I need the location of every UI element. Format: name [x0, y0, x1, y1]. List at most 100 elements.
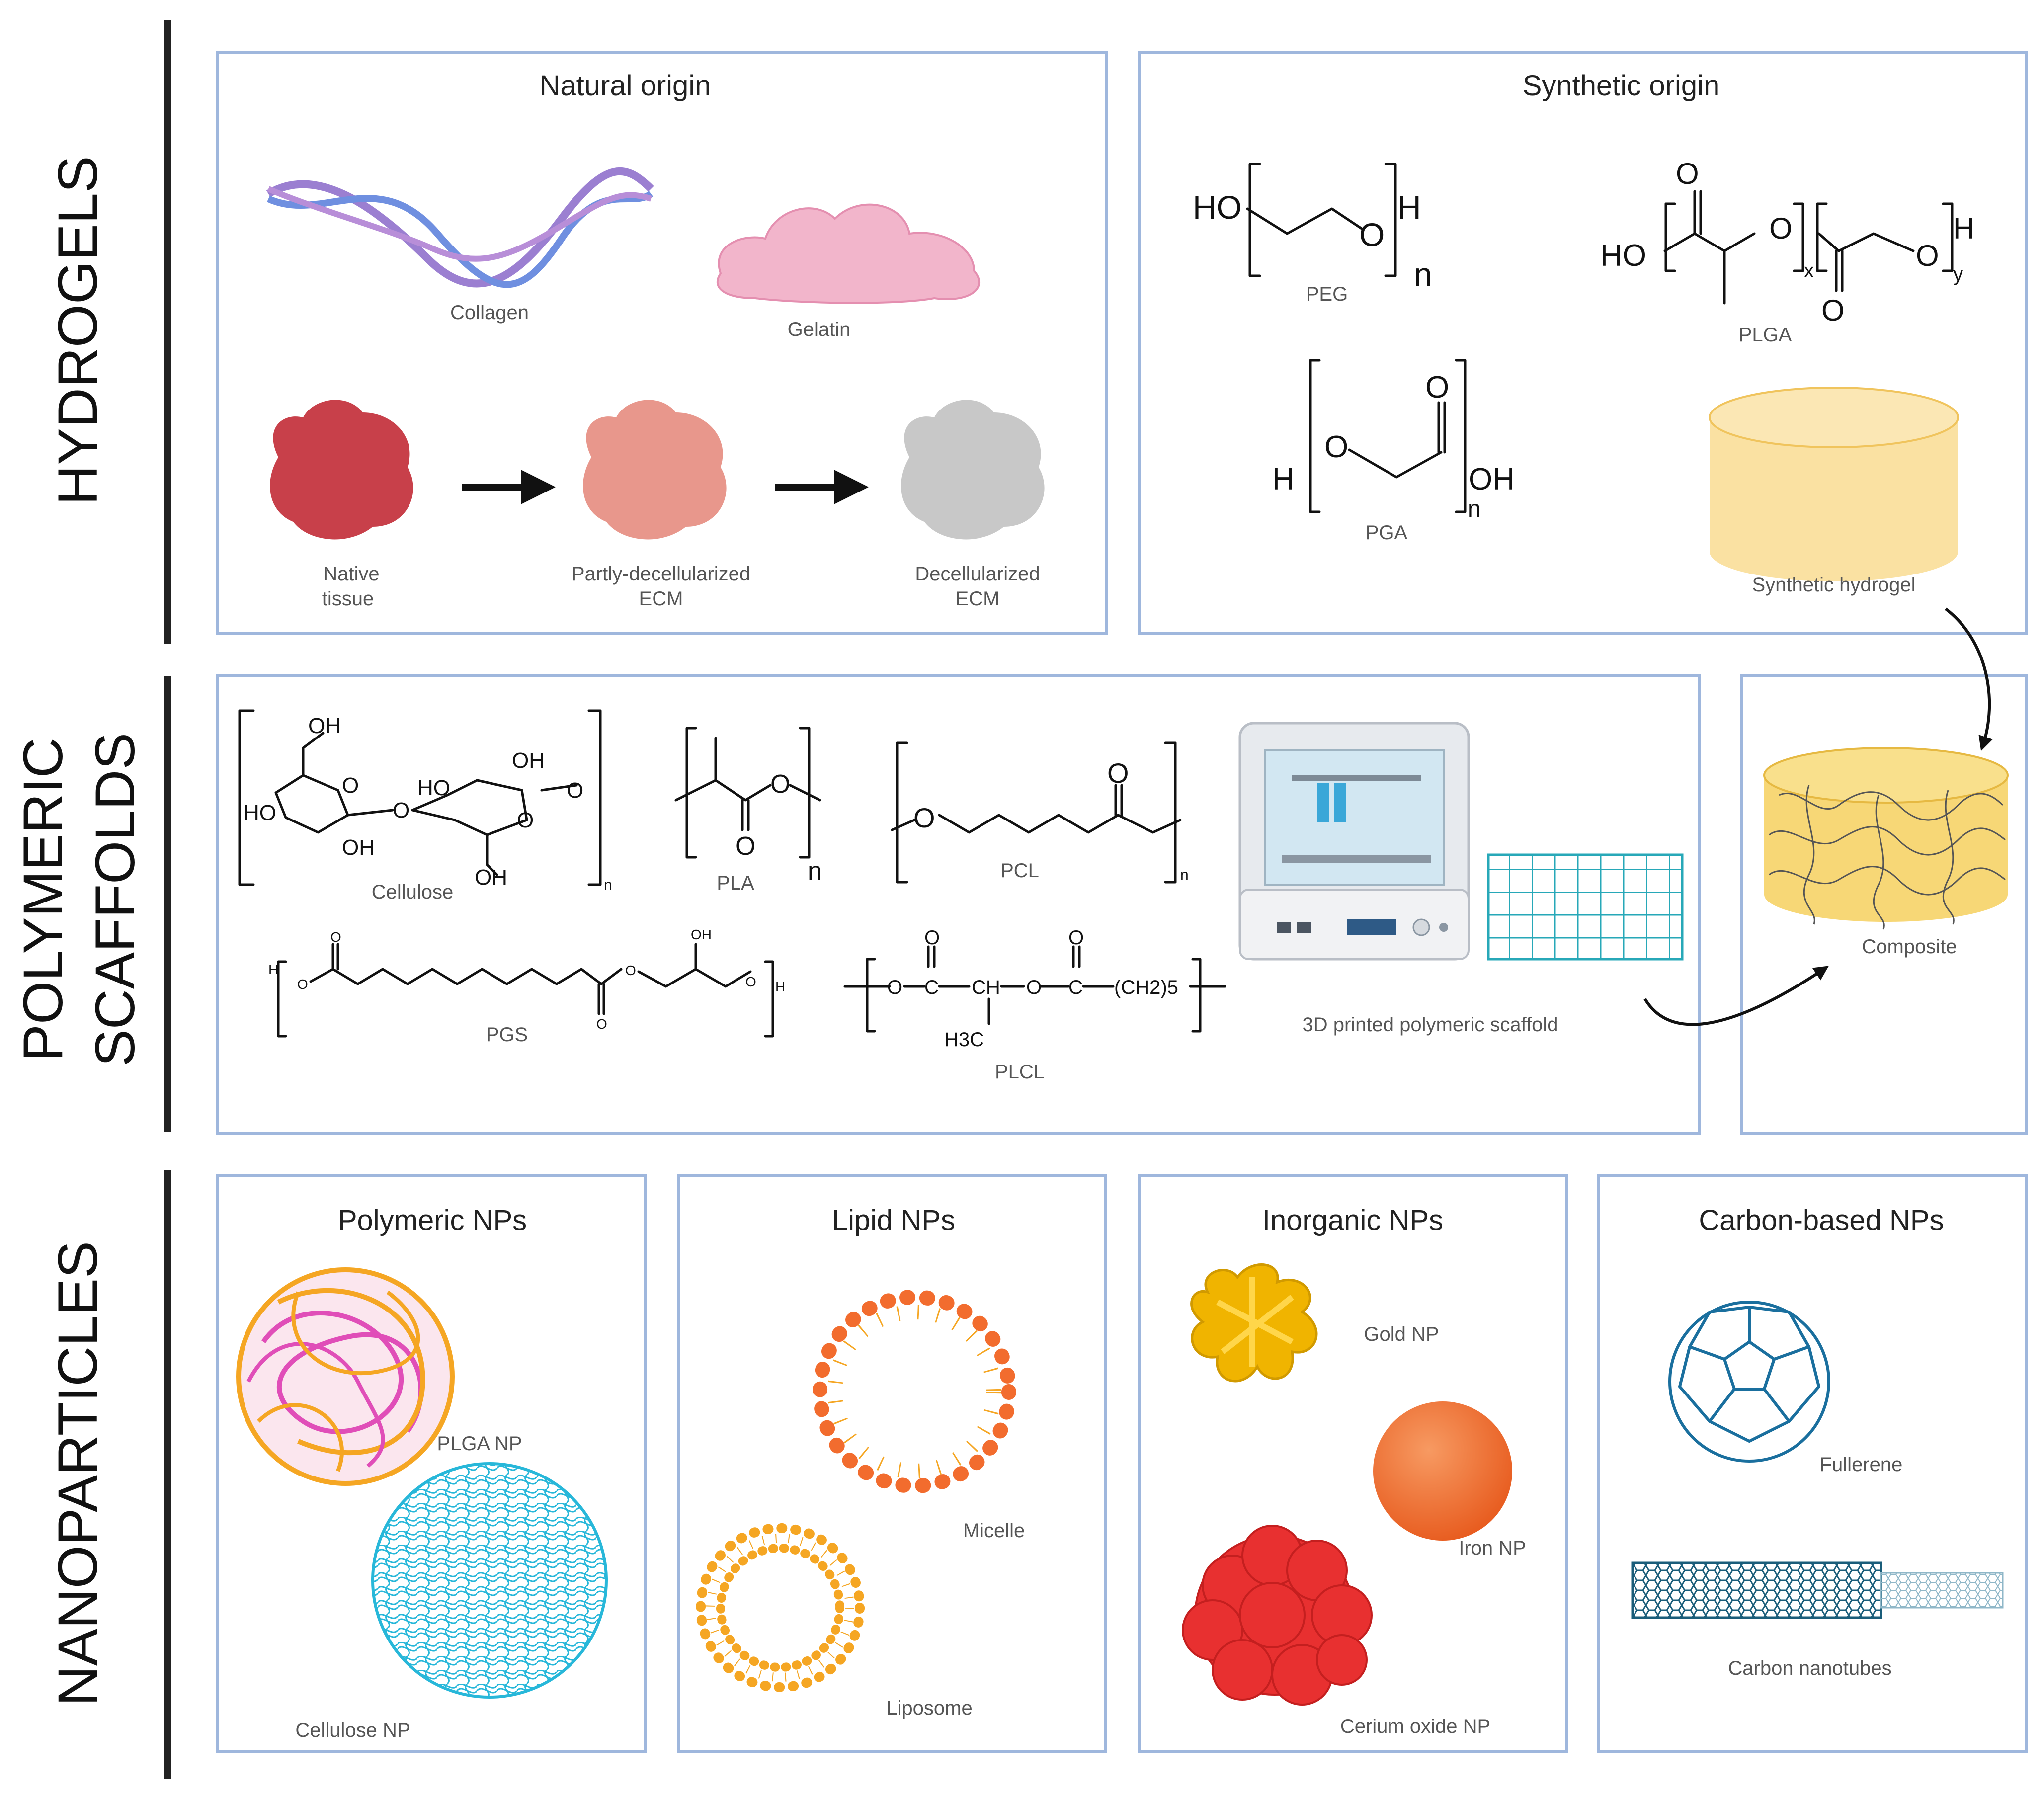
svg-text:O: O — [924, 927, 940, 949]
partly-label-2: ECM — [639, 588, 683, 610]
cerium-oxide-np-label: Cerium oxide NP — [1340, 1716, 1490, 1737]
svg-text:O: O — [342, 773, 359, 798]
pgs-structure: H O O O O OH O H — [268, 927, 785, 1038]
natural-origin-title: Natural origin — [540, 70, 711, 102]
liposome-illustration — [696, 1523, 865, 1692]
svg-text:O: O — [596, 1016, 607, 1032]
gold-np-illustration — [1190, 1263, 1318, 1383]
pga-label: PGA — [1366, 522, 1408, 544]
plga-structure: HO O O x O O H y — [1600, 157, 1974, 327]
svg-text:C: C — [1068, 977, 1083, 998]
carbon-nanotube-illustration — [1631, 1561, 2004, 1619]
svg-text:C: C — [924, 977, 939, 998]
polymeric-scaffolds-panel — [216, 674, 1701, 1135]
native-tissue-label-2: tissue — [322, 588, 374, 610]
svg-text:O: O — [1026, 977, 1042, 998]
svg-text:O: O — [745, 974, 756, 989]
svg-text:n: n — [1180, 867, 1189, 883]
synthetic-hydrogel-cylinder — [1709, 387, 1959, 581]
svg-text:O: O — [1676, 157, 1699, 190]
svg-text:OH: OH — [691, 927, 712, 942]
svg-text:HO: HO — [1193, 189, 1242, 226]
svg-text:O: O — [1916, 239, 1939, 272]
lipid-nps-title: Lipid NPs — [832, 1204, 955, 1236]
svg-text:n: n — [604, 877, 612, 893]
svg-text:H3C: H3C — [944, 1029, 984, 1051]
plga-np-label: PLGA NP — [437, 1433, 522, 1455]
plcl-label: PLCL — [995, 1061, 1045, 1083]
svg-text:(CH2)5: (CH2)5 — [1114, 977, 1178, 998]
decell-label-2: ECM — [956, 588, 1000, 610]
svg-text:n: n — [1414, 256, 1432, 293]
cellulose-np-illustration — [371, 1462, 608, 1699]
svg-text:OH: OH — [342, 835, 375, 860]
section-label-nanoparticles: NANOPARTICLES — [47, 1241, 109, 1706]
svg-text:H: H — [268, 962, 278, 977]
svg-text:O: O — [913, 802, 935, 833]
section-label-hydrogels: HYDROGELS — [47, 156, 109, 505]
decellularized-blob — [901, 400, 1045, 540]
polymeric-nps-panel — [216, 1174, 647, 1753]
svg-text:O: O — [517, 808, 534, 832]
svg-text:O: O — [297, 977, 308, 992]
svg-text:O: O — [1324, 430, 1348, 464]
fullerene-illustration — [1668, 1301, 1830, 1463]
svg-text:HO: HO — [417, 776, 450, 800]
decell-label-1: Decellularized — [915, 563, 1040, 585]
svg-text:HO: HO — [1600, 239, 1646, 273]
polymeric-nps-title: Polymeric NPs — [338, 1204, 527, 1236]
svg-text:O: O — [1821, 294, 1845, 327]
lipid-nps-panel — [677, 1174, 1107, 1753]
cellulose-np-label: Cellulose NP — [295, 1720, 410, 1741]
iron-np-illustration — [1373, 1401, 1512, 1541]
cerium-oxide-np-illustration — [1182, 1525, 1373, 1706]
composite-panel — [1740, 674, 2028, 1135]
svg-text:O: O — [770, 770, 790, 799]
svg-text:O: O — [1068, 927, 1084, 949]
pcl-label: PCL — [1000, 860, 1039, 882]
svg-text:O: O — [736, 832, 755, 861]
svg-text:HO: HO — [244, 801, 276, 825]
svg-text:O: O — [1107, 757, 1129, 789]
peg-structure: HO O H n — [1193, 163, 1432, 293]
composite-label: Composite — [1862, 936, 1957, 958]
partly-decellularized-blob — [583, 400, 727, 540]
pgs-label: PGS — [486, 1024, 528, 1046]
svg-text:O: O — [625, 963, 636, 978]
svg-text:O: O — [567, 778, 583, 803]
svg-text:CH: CH — [972, 977, 1000, 998]
plga-np-illustration — [236, 1267, 455, 1486]
carbon-nanotubes-label: Carbon nanotubes — [1728, 1657, 1891, 1679]
plcl-structure: O C O CH H3C O C O (CH2)5 — [843, 927, 1226, 1051]
printed-scaffold-label: 3D printed polymeric scaffold — [1302, 1014, 1558, 1036]
printed-scaffold-grid — [1487, 853, 1684, 961]
svg-text:H: H — [1397, 189, 1421, 226]
section-label-scaffolds: SCAFFOLDS — [84, 733, 146, 1066]
svg-text:O: O — [1769, 212, 1793, 245]
collagen-illustration — [266, 167, 654, 288]
fullerene-label: Fullerene — [1820, 1454, 1903, 1476]
arrow-scaffold-to-composite — [1643, 966, 1829, 1026]
synthetic-hydrogel-label: Synthetic hydrogel — [1752, 574, 1915, 596]
arrow-hydrogel-to-composite — [1945, 607, 1993, 751]
synthetic-origin-panel — [1138, 51, 2028, 635]
pla-label: PLA — [717, 872, 754, 894]
gold-np-label: Gold NP — [1364, 1323, 1439, 1345]
pla-structure: O O n — [674, 727, 822, 886]
svg-text:y: y — [1953, 263, 1963, 285]
cellulose-label: Cellulose — [372, 881, 454, 903]
inorganic-nps-title: Inorganic NPs — [1262, 1204, 1443, 1236]
3d-printer-illustration — [1238, 722, 1470, 961]
native-tissue-blob — [270, 400, 413, 540]
micelle-illustration — [813, 1290, 1016, 1493]
section-label-polymeric: POLYMERIC — [12, 738, 74, 1061]
liposome-label: Liposome — [886, 1697, 972, 1719]
gelatin-label: Gelatin — [788, 319, 851, 340]
svg-text:O: O — [393, 798, 409, 822]
cellulose-structure: OH HO OH O O HO OH O O OH n — [238, 709, 612, 893]
svg-text:OH: OH — [512, 748, 545, 773]
native-tissue-label-1: Native — [323, 563, 379, 585]
composite-cylinder — [1763, 747, 2009, 930]
svg-text:n: n — [1468, 496, 1481, 522]
